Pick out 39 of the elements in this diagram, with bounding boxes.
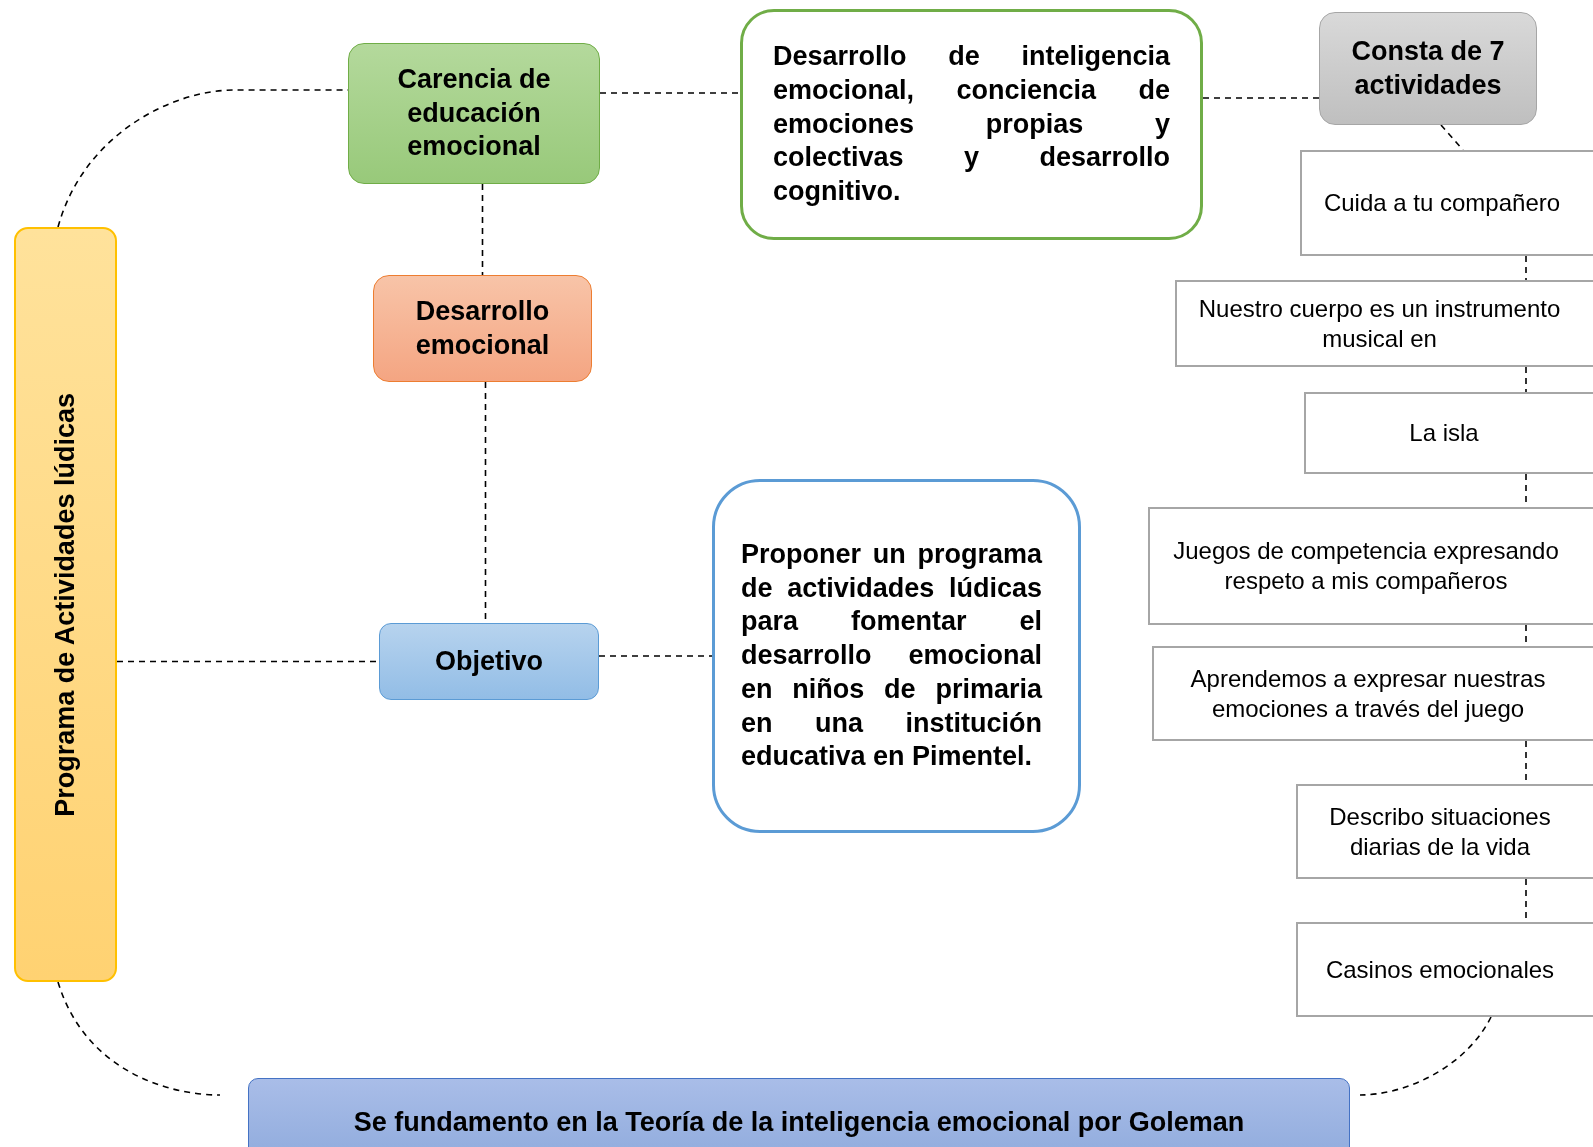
activity-box (1148, 507, 1593, 625)
box-text: Juegos de competencia expresando respeto a mis compañeros (1172, 536, 1560, 596)
banner-box (248, 1078, 1350, 1147)
box-text: Se fundamento en la Teoría de la inteligencia emocional por Goleman (353, 1106, 1245, 1140)
rounded-box (373, 275, 592, 382)
dashed-connector (1359, 1016, 1492, 1096)
dashed-connector (481, 183, 484, 276)
dashed-connector (57, 981, 221, 1096)
activity-box (1175, 280, 1593, 367)
box-text: La isla (1409, 418, 1479, 448)
dashed-connector (1440, 124, 1464, 151)
box-text: Programa de Actividades lúdicas (48, 392, 81, 817)
activity-box (1304, 392, 1593, 474)
box-text: Desarrollo de inteligencia emocional, conciencia de emociones propias y colectivas y desarrollo cognitivo. (773, 40, 1170, 209)
rounded-box (348, 43, 600, 184)
activity-box (1152, 646, 1593, 741)
box-text: Objetivo (435, 644, 543, 678)
dashed-connector (598, 655, 713, 657)
activity-box (1296, 784, 1593, 879)
box-text: Nuestro cuerpo es un instrumento musical en (1197, 293, 1562, 354)
dashed-connector (1525, 255, 1527, 281)
box-text: Desarrollo emocional (414, 294, 551, 362)
box-text: Describo situaciones diarias de la vida (1328, 801, 1552, 862)
dashed-connector (1525, 366, 1527, 393)
box-text: Cuida a tu compañero (1323, 188, 1561, 218)
activity-box (1300, 150, 1593, 256)
rounded-text-box (740, 9, 1203, 240)
activity-box (1296, 922, 1593, 1017)
rounded-box (379, 623, 599, 700)
dashed-connector (1202, 97, 1320, 99)
rounded-text-box (712, 479, 1081, 833)
box-text: Aprendemos a expresar nuestras emociones a través del juego (1189, 663, 1547, 724)
box-text: Proponer un programa de actividades lúdicas para fomentar el desarrollo emocional en niños de primaria en una institución educativa en Pimentel. (741, 537, 1042, 774)
box-text: Casinos emocionales (1325, 954, 1555, 985)
dashed-connector (599, 92, 741, 94)
rounded-box (1319, 12, 1537, 125)
box-text: Carencia de educación emocional (396, 62, 552, 164)
box-text: Consta de 7 actividades (1350, 34, 1506, 102)
vertical-title-box (14, 227, 117, 982)
